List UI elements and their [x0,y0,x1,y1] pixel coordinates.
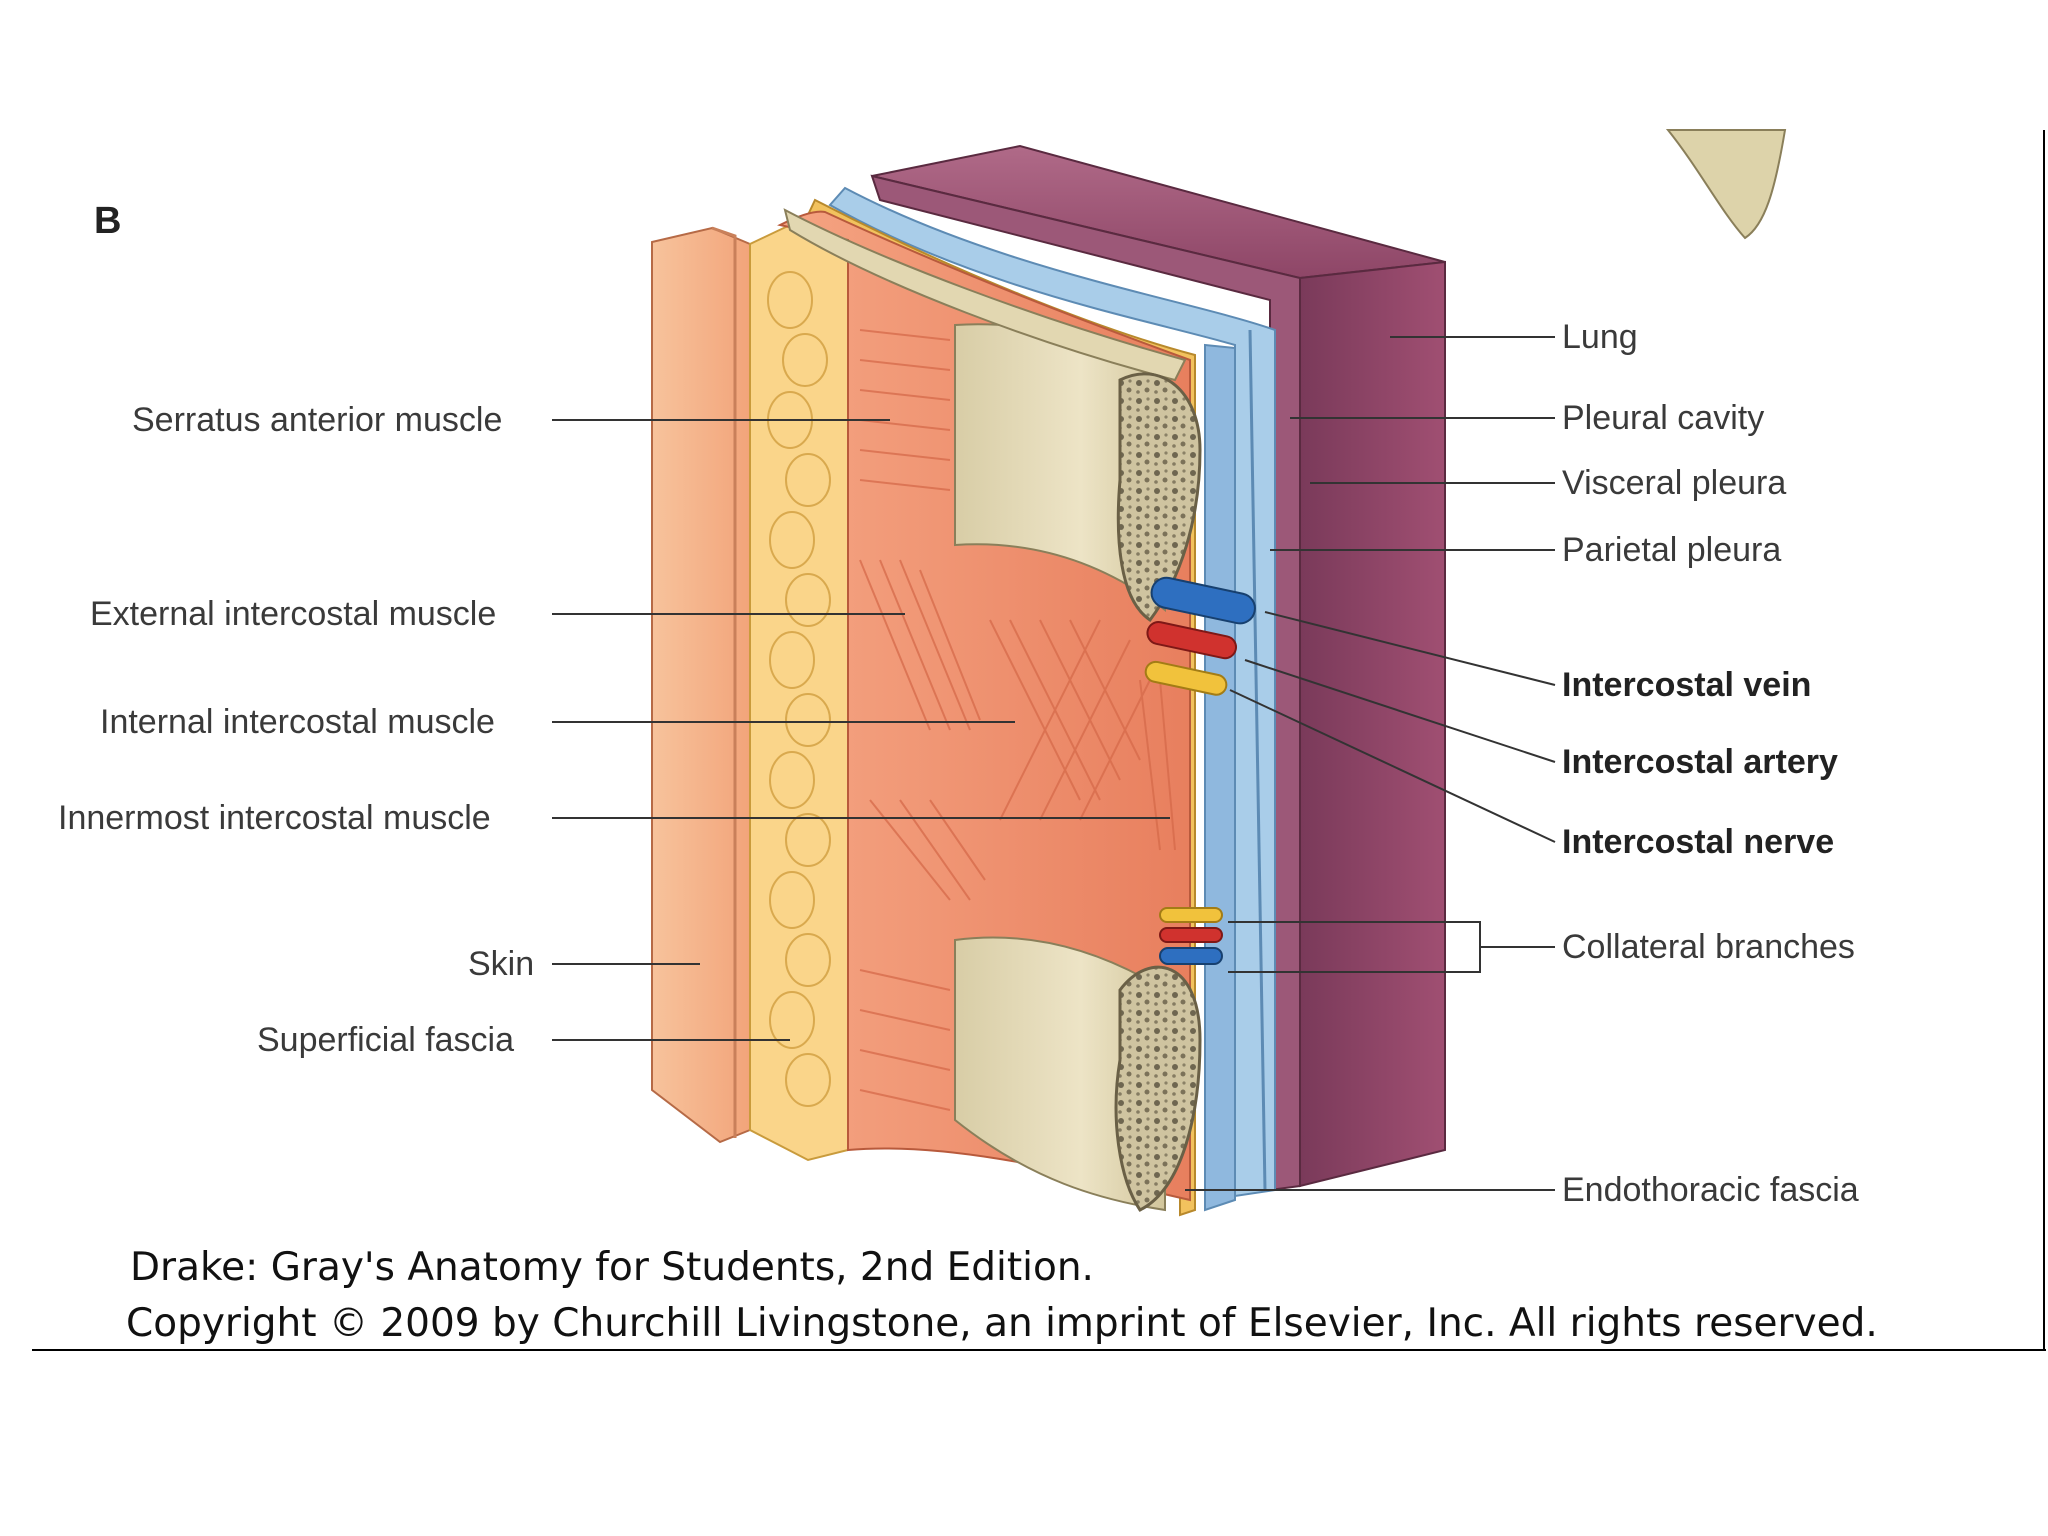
label-pleural-cavity: Pleural cavity [1562,399,1765,437]
bone-fragment-top-right [1665,129,1787,240]
lower-rib [954,936,1166,1212]
muscle-fibers [859,329,1176,1111]
panel-letter: B [94,200,122,242]
label-superficial-fascia: Superficial fascia [257,1021,515,1059]
label-intercostal-artery: Intercostal artery [1562,743,1838,781]
lower-rib-cross-section [1114,965,1202,1212]
intercostal-vein-vessel [1150,576,1256,625]
parietal-pleura-strip [1204,343,1236,1212]
collateral-branch-vessels [1159,907,1223,965]
label-intercostal-vein: Intercostal vein [1562,666,1812,704]
upper-rib-band [783,208,1187,382]
label-collateral-branches: Collateral branches [1562,928,1855,966]
skin-edge [711,226,737,1138]
label-innermost-intercostal-muscle: Innermost intercostal muscle [58,799,491,837]
label-visceral-pleura: Visceral pleura [1562,464,1787,502]
label-serratus-anterior-muscle: Serratus anterior muscle [132,401,503,439]
label-internal-intercostal-muscle: Internal intercostal muscle [100,703,495,741]
pleura-layer [828,186,1276,1198]
intercostal-artery-vessel [1146,621,1237,660]
label-intercostal-nerve: Intercostal nerve [1562,823,1835,861]
intercostal-nerve-vessel [1144,660,1228,696]
label-parietal-pleura: Parietal pleura [1562,531,1782,569]
lung-block-front [1299,260,1446,1188]
caption-source: Drake: Gray's Anatomy for Students, 2nd … [130,1245,1094,1290]
label-endothoracic-fascia: Endothoracic fascia [1562,1171,1859,1209]
label-external-intercostal-muscle: External intercostal muscle [90,595,497,633]
pleura-inner [1248,329,1267,1191]
leader-lines-left [552,419,1170,1041]
label-lung: Lung [1562,318,1638,356]
upper-rib-cross-section [1116,372,1202,623]
superficial-fascia-layer [749,223,849,1162]
leader-lines-right [1185,336,1556,1191]
caption-copyright: Copyright © 2009 by Churchill Livingston… [126,1301,1878,1346]
label-skin: Skin [468,945,535,983]
fat-lobules [767,271,831,1107]
